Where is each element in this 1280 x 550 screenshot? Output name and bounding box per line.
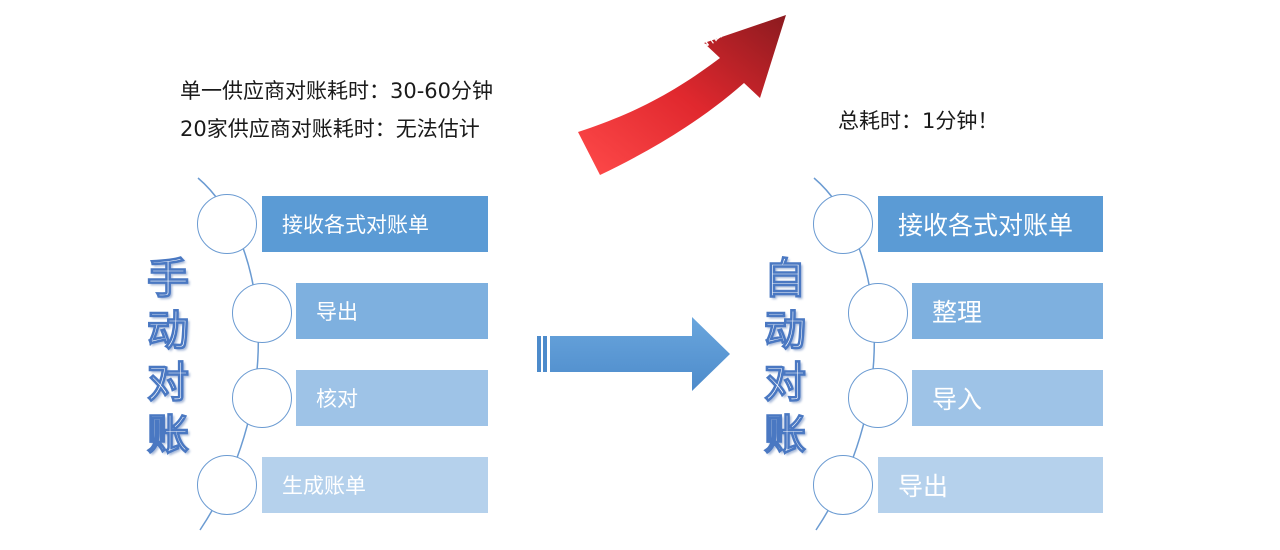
manual-step-3-marker	[232, 368, 292, 428]
auto-step-2-marker	[848, 283, 908, 343]
step-label: 导入	[932, 385, 983, 414]
step-label: 核对	[316, 387, 358, 411]
transition-arrow-icon	[537, 317, 730, 391]
manual-step-1-marker	[197, 194, 257, 254]
manual-reconciliation-title: 手 动 对 账	[138, 253, 198, 461]
title-char: 账	[146, 409, 189, 459]
step-label: 导出	[898, 472, 949, 501]
auto-step-1-marker	[813, 194, 873, 254]
manual-step-1: 接收各式对账单	[262, 196, 488, 252]
manual-step-4: 生成账单	[262, 457, 488, 513]
title-char: 对	[146, 357, 189, 407]
auto-time-note: 总耗时：1分钟！	[838, 109, 999, 133]
manual-step-2-marker	[232, 283, 292, 343]
step-label: 导出	[316, 300, 358, 324]
auto-step-3: 导入	[912, 370, 1103, 426]
manual-step-2: 导出	[296, 283, 488, 339]
title-char: 动	[146, 305, 189, 355]
title-char: 自	[763, 253, 806, 303]
step-label: 接收各式对账单	[282, 213, 429, 237]
title-char: 动	[763, 305, 806, 355]
auto-step-3-marker	[848, 368, 908, 428]
auto-step-4: 导出	[878, 457, 1103, 513]
manual-step-4-marker	[197, 455, 257, 515]
title-char: 手	[146, 253, 189, 303]
auto-step-1: 接收各式对账单	[878, 196, 1103, 252]
title-char: 对	[763, 357, 806, 407]
step-label: 生成账单	[282, 474, 366, 498]
auto-reconciliation-title: 自 动 对 账	[755, 253, 815, 461]
auto-step-4-marker	[813, 455, 873, 515]
step-label: 接收各式对账单	[898, 211, 1074, 240]
manual-step-3: 核对	[296, 370, 488, 426]
title-char: 账	[763, 409, 806, 459]
manual-time-note-2: 20家供应商对账耗时：无法估计	[180, 117, 480, 141]
auto-step-2: 整理	[912, 283, 1103, 339]
efficiency-ribbon-arrow	[578, 15, 786, 175]
step-label: 整理	[932, 298, 983, 327]
manual-time-note-1: 单一供应商对账耗时：30-60分钟	[180, 79, 494, 103]
